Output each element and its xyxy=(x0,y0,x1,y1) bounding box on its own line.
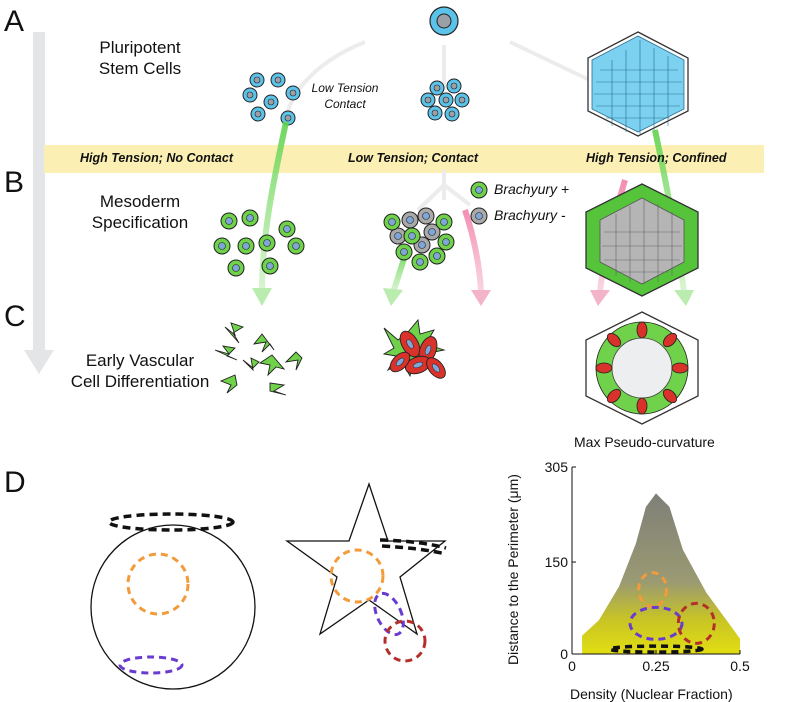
heatmap-chart: 0 150 305 0 0.25 0.5 Distance to the Perimete… xyxy=(505,459,750,702)
stem-cells-confined xyxy=(587,31,689,137)
overlay-purple xyxy=(628,605,684,641)
x-tick-label: 0 xyxy=(568,658,576,674)
y-tick-label: 0 xyxy=(560,646,568,662)
y-tick-label: 305 xyxy=(545,459,569,475)
x-tick-label: 0.5 xyxy=(730,658,750,674)
x-tick-label: 0.25 xyxy=(642,658,669,674)
mesoderm-cells-confined xyxy=(585,183,699,297)
chart-title: Max Pseudo-curvature xyxy=(574,434,715,450)
y-tick-label: 150 xyxy=(545,554,569,570)
panel-label-d: D xyxy=(4,466,26,499)
condition-band xyxy=(44,145,764,173)
timeline-arrow xyxy=(24,32,54,374)
condition-left: High Tension; No Contact xyxy=(80,151,233,165)
vascular-cells-ring xyxy=(585,311,699,425)
stage-mesoderm: Mesoderm Specification xyxy=(91,192,189,232)
panel-label-a: A xyxy=(4,5,25,38)
panel-label-c: C xyxy=(4,300,26,333)
stem-cells-scattered xyxy=(242,72,301,126)
overlay-black xyxy=(608,644,704,654)
vascular-cells-cluster xyxy=(382,318,446,379)
circle-geometry xyxy=(90,512,256,690)
condition-right: High Tension; Confined xyxy=(586,151,727,165)
panel-label-b: B xyxy=(4,166,25,199)
stage-pluripotent: Pluripotent Stem Cells xyxy=(98,38,182,78)
stem-cell-origin xyxy=(429,6,459,36)
legend-brachyury-negative: Brachyury - xyxy=(494,207,566,223)
legend-brachyury-positive: Brachyury + xyxy=(494,181,570,197)
low-tension-contact-note: Low Tension Contact xyxy=(311,81,379,111)
legend-markers xyxy=(470,181,488,225)
stage-vascular: Early Vascular Cell Differentiation xyxy=(70,351,210,391)
chart-ylabel: Distance to the Perimeter (μm) xyxy=(505,474,521,665)
mesoderm-cells-cluster xyxy=(383,207,455,271)
heatmap-density xyxy=(582,493,740,654)
mesoderm-cells-scattered xyxy=(213,209,305,277)
condition-middle: Low Tension; Contact xyxy=(348,151,479,165)
lineage-branches xyxy=(284,40,601,121)
chart-xlabel: Density (Nuclear Fraction) xyxy=(570,686,733,702)
vascular-cells-scattered xyxy=(214,322,303,396)
star-geometry xyxy=(284,481,447,663)
